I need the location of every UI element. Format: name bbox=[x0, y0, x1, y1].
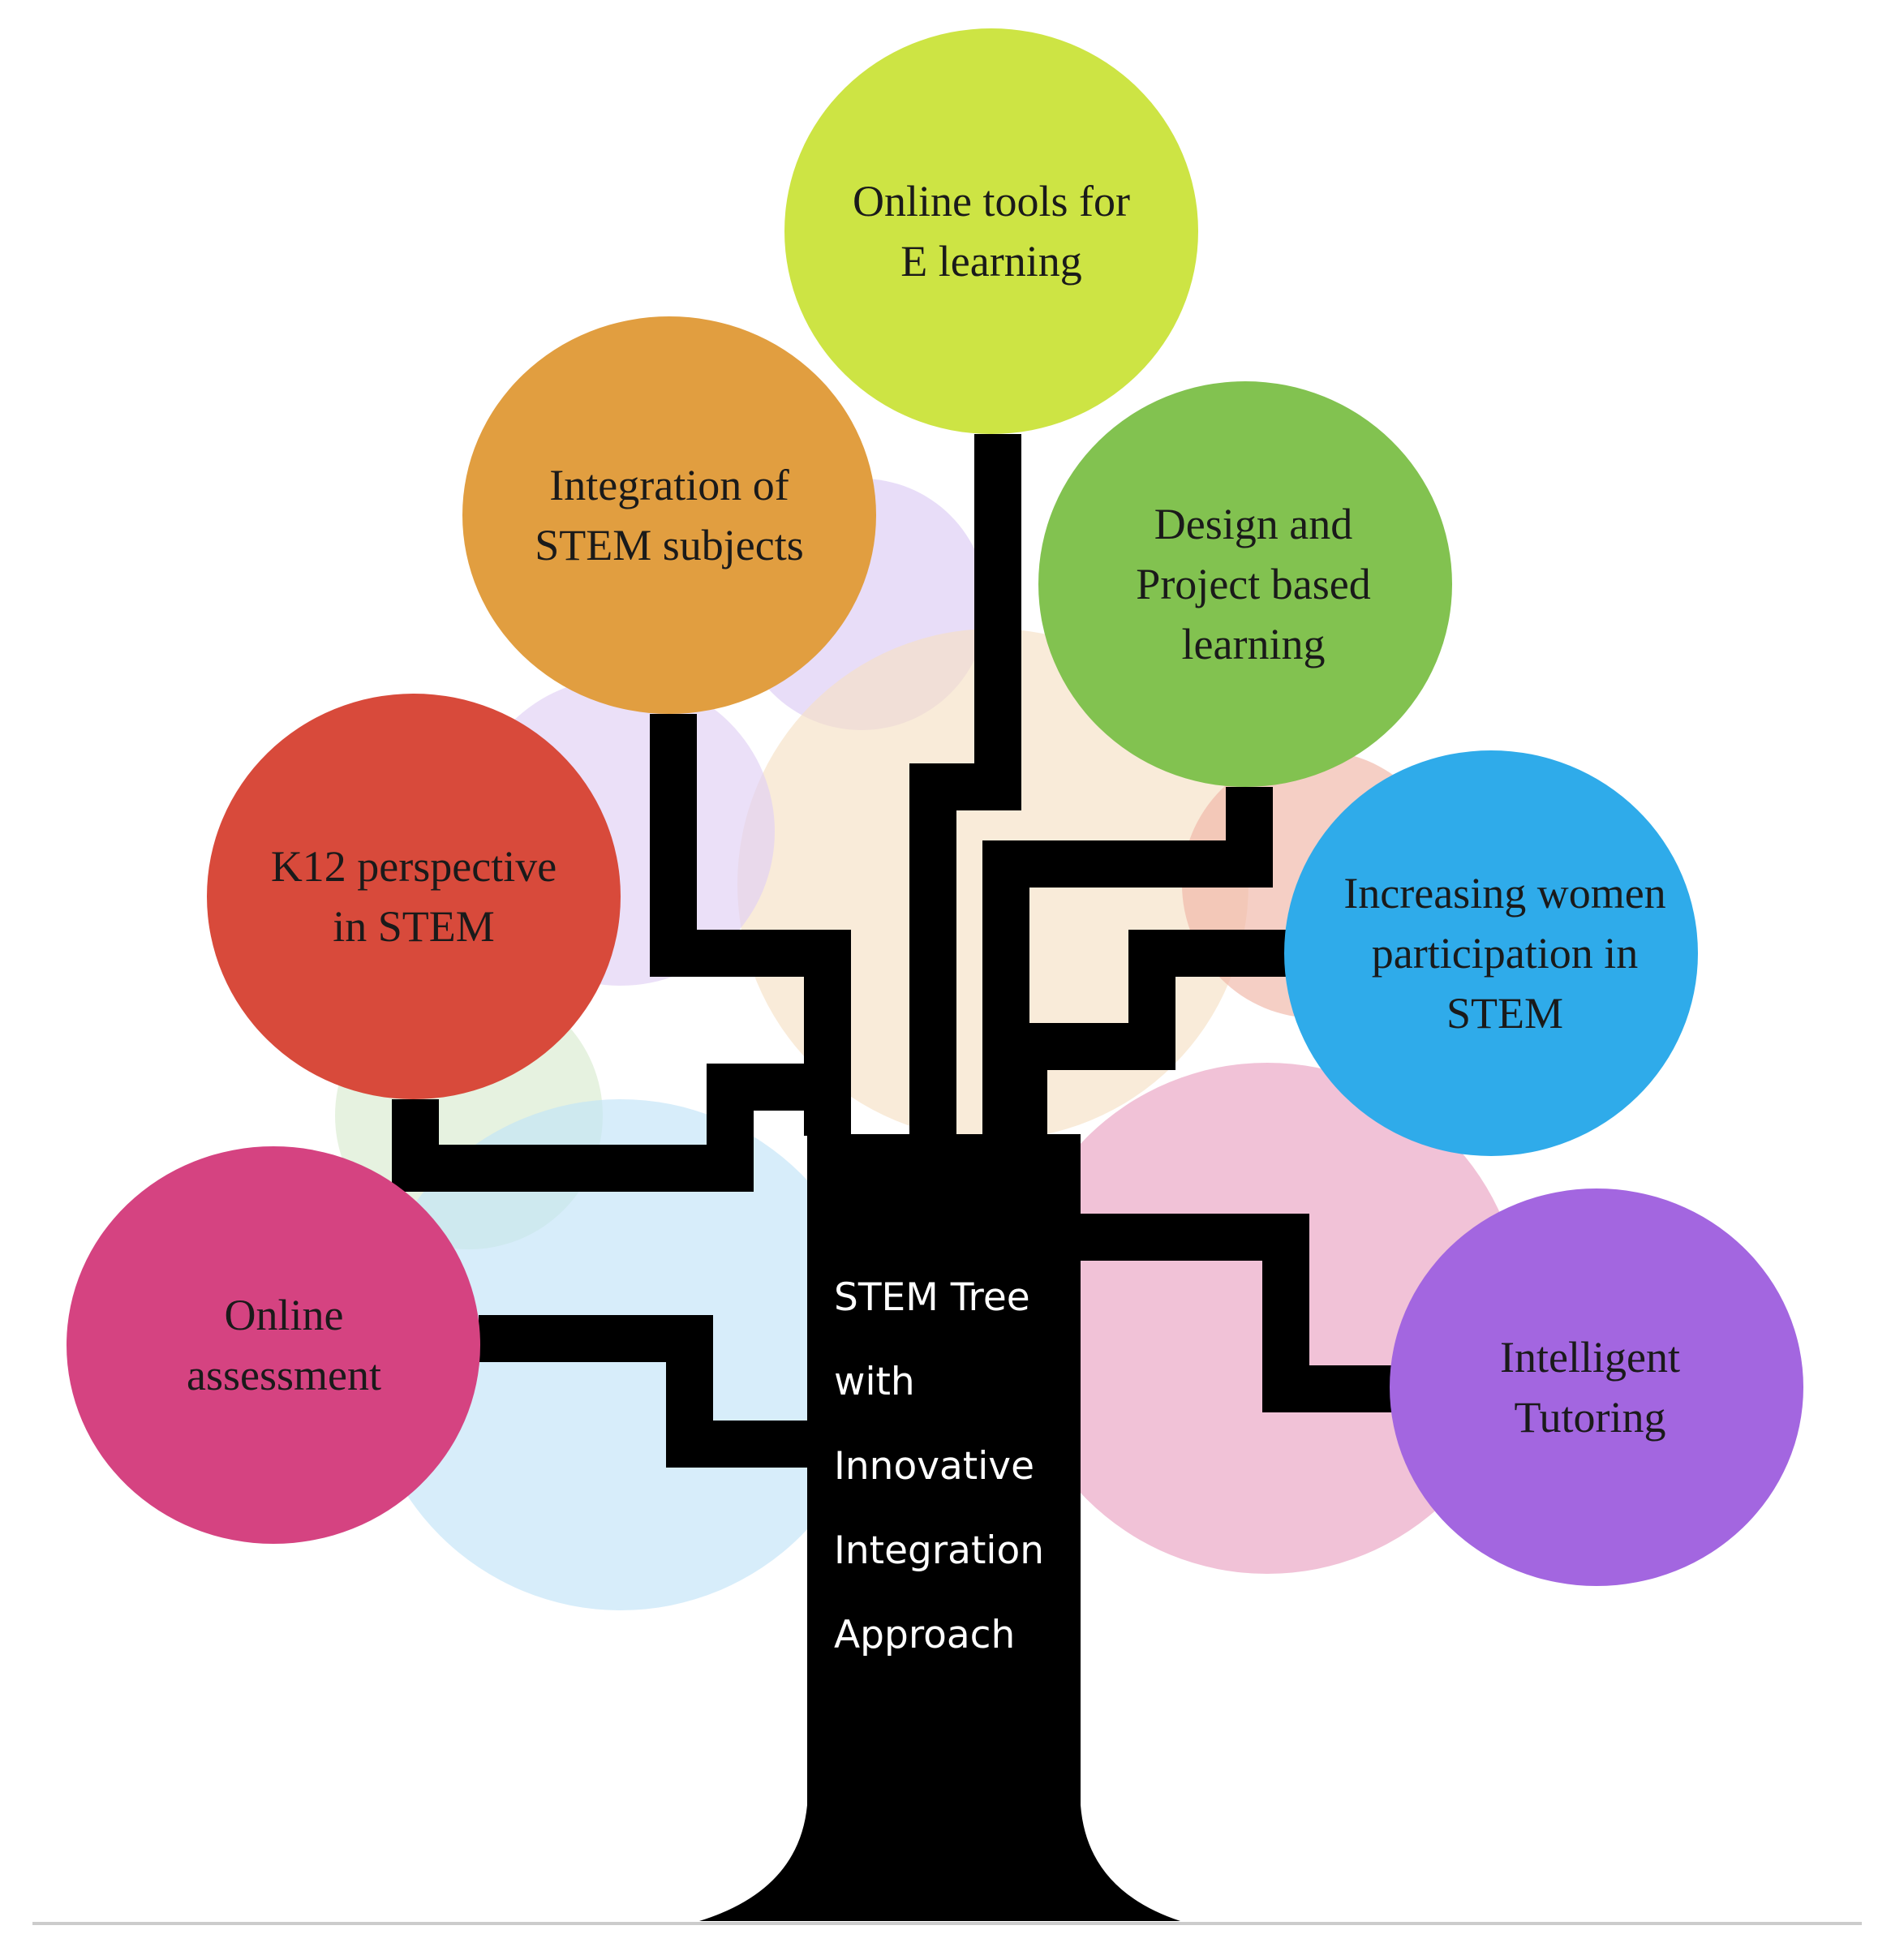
leaf-label-line: Online tools for bbox=[853, 177, 1130, 226]
leaf-circle bbox=[784, 28, 1198, 434]
branch-k12 bbox=[392, 1064, 811, 1192]
leaf-label-line: assessment bbox=[187, 1351, 381, 1399]
leaf-circle bbox=[207, 694, 621, 1099]
leaf-circle bbox=[1038, 381, 1452, 787]
leaf-circle bbox=[1390, 1188, 1803, 1586]
leaf-label-line: learning bbox=[1182, 620, 1326, 668]
trunk-label-line: Integration bbox=[834, 1528, 1044, 1573]
leaf-circle bbox=[67, 1146, 480, 1544]
branches bbox=[392, 434, 1395, 1468]
leaf-label-line: Design and bbox=[1154, 500, 1352, 548]
leaf-label-line: E learning bbox=[900, 237, 1081, 286]
leaf-online-assessment: Online assessment bbox=[67, 1146, 480, 1544]
leaf-label-line: participation in bbox=[1372, 929, 1638, 978]
branch-intelligent-tutoring bbox=[1079, 1214, 1395, 1412]
leaf-women: Increasing women participation in STEM bbox=[1284, 750, 1698, 1156]
branch-online-assessment bbox=[479, 1315, 811, 1468]
branch-online-tools bbox=[909, 434, 1021, 1136]
leaf-label-line: Online bbox=[225, 1291, 344, 1339]
trunk-label-line: with bbox=[834, 1360, 915, 1404]
leaf-label-line: STEM bbox=[1446, 989, 1563, 1038]
trunk-label-line: Innovative bbox=[834, 1444, 1034, 1489]
leaf-k12: K12 perspective in STEM bbox=[207, 694, 621, 1099]
leaf-label-line: Tutoring bbox=[1514, 1393, 1665, 1442]
trunk-label: STEM Tree withInnovativeIntegrationApproa… bbox=[834, 1275, 1044, 1657]
trunk-label-line: STEM Tree bbox=[834, 1275, 1030, 1320]
tree-trunk bbox=[699, 1134, 1180, 1921]
leaf-label-line: Increasing women bbox=[1343, 869, 1665, 918]
leaf-label-line: K12 perspective bbox=[271, 842, 557, 891]
leaf-label-line: Project based bbox=[1136, 560, 1370, 608]
leaf-circle bbox=[1284, 750, 1698, 1156]
leaf-integration-stem: Integration of STEM subjects bbox=[462, 316, 876, 714]
branch-design-project bbox=[982, 787, 1273, 1136]
leaf-label-line: Intelligent bbox=[1500, 1333, 1680, 1382]
leaf-label-line: in STEM bbox=[333, 902, 495, 951]
trunk-shape bbox=[699, 1134, 1180, 1921]
leaf-label-line: Integration of bbox=[549, 461, 789, 509]
trunk-label-line: Approach bbox=[834, 1613, 1015, 1657]
branch-integration-stem bbox=[650, 714, 851, 1136]
branch-women bbox=[1000, 930, 1286, 1136]
leaf-circle bbox=[462, 316, 876, 714]
leaf-label-line: STEM subjects bbox=[535, 521, 804, 570]
leaf-online-tools: Online tools for E learning bbox=[784, 28, 1198, 434]
